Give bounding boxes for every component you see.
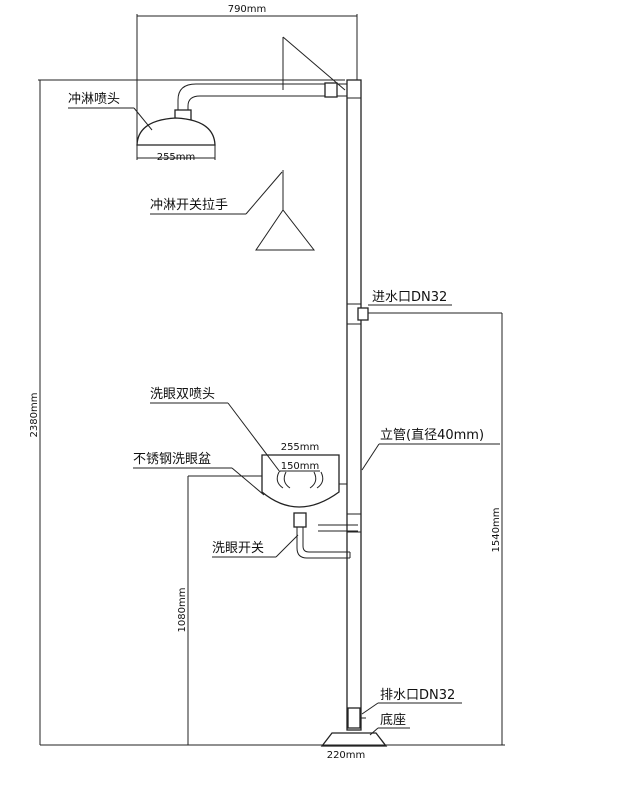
drain-outlet bbox=[347, 707, 366, 729]
svg-text:255mm: 255mm bbox=[281, 442, 320, 453]
pull-rod bbox=[255, 36, 346, 251]
callout-shower-pull: 冲淋开关拉手 bbox=[150, 171, 283, 215]
svg-text:1540mm: 1540mm bbox=[491, 508, 502, 553]
callout-drain: 排水口DN32 bbox=[361, 688, 462, 715]
dimension-top-width: 790mm bbox=[136, 4, 358, 160]
callout-standpipe: 立管(直径40mm) bbox=[361, 428, 500, 471]
dimension-inlet-height: 1540mm bbox=[491, 508, 502, 553]
callout-inlet: 进水口DN32 bbox=[368, 290, 452, 306]
standpipe bbox=[346, 79, 362, 731]
callout-eyewash-nozzles: 洗眼双喷头 bbox=[150, 387, 281, 473]
svg-text:进水口DN32: 进水口DN32 bbox=[372, 290, 447, 305]
svg-text:排水口DN32: 排水口DN32 bbox=[380, 688, 455, 703]
callout-steel-bowl: 不锈钢洗眼盆 bbox=[133, 452, 265, 496]
svg-text:1080mm: 1080mm bbox=[177, 588, 188, 633]
svg-text:255mm: 255mm bbox=[157, 152, 196, 163]
svg-text:不锈钢洗眼盆: 不锈钢洗眼盆 bbox=[133, 452, 211, 467]
shower-arm bbox=[174, 82, 347, 121]
svg-text:冲淋喷头: 冲淋喷头 bbox=[68, 92, 120, 107]
shower-head: 255mm bbox=[136, 117, 216, 163]
base-plate: 220mm bbox=[320, 732, 388, 761]
callout-eyewash-switch: 洗眼开关 bbox=[212, 534, 299, 558]
eyewash-bowl: 255mm 150mm bbox=[261, 442, 358, 559]
svg-text:洗眼双喷头: 洗眼双喷头 bbox=[150, 387, 215, 402]
svg-text:790mm: 790mm bbox=[228, 4, 267, 15]
dimension-total-height: 2380mm bbox=[29, 79, 345, 745]
svg-text:220mm: 220mm bbox=[327, 750, 366, 761]
svg-text:立管(直径40mm): 立管(直径40mm) bbox=[380, 428, 484, 443]
svg-text:洗眼开关: 洗眼开关 bbox=[212, 541, 264, 556]
svg-text:底座: 底座 bbox=[380, 712, 406, 728]
inlet-pipe bbox=[357, 307, 503, 745]
dimension-bowl-height: 1080mm bbox=[177, 475, 262, 745]
callout-shower-head: 冲淋喷头 bbox=[68, 92, 153, 131]
svg-text:150mm: 150mm bbox=[281, 461, 320, 472]
callout-base: 底座 bbox=[369, 712, 410, 736]
svg-text:2380mm: 2380mm bbox=[29, 393, 40, 438]
svg-text:冲淋开关拉手: 冲淋开关拉手 bbox=[150, 198, 228, 213]
